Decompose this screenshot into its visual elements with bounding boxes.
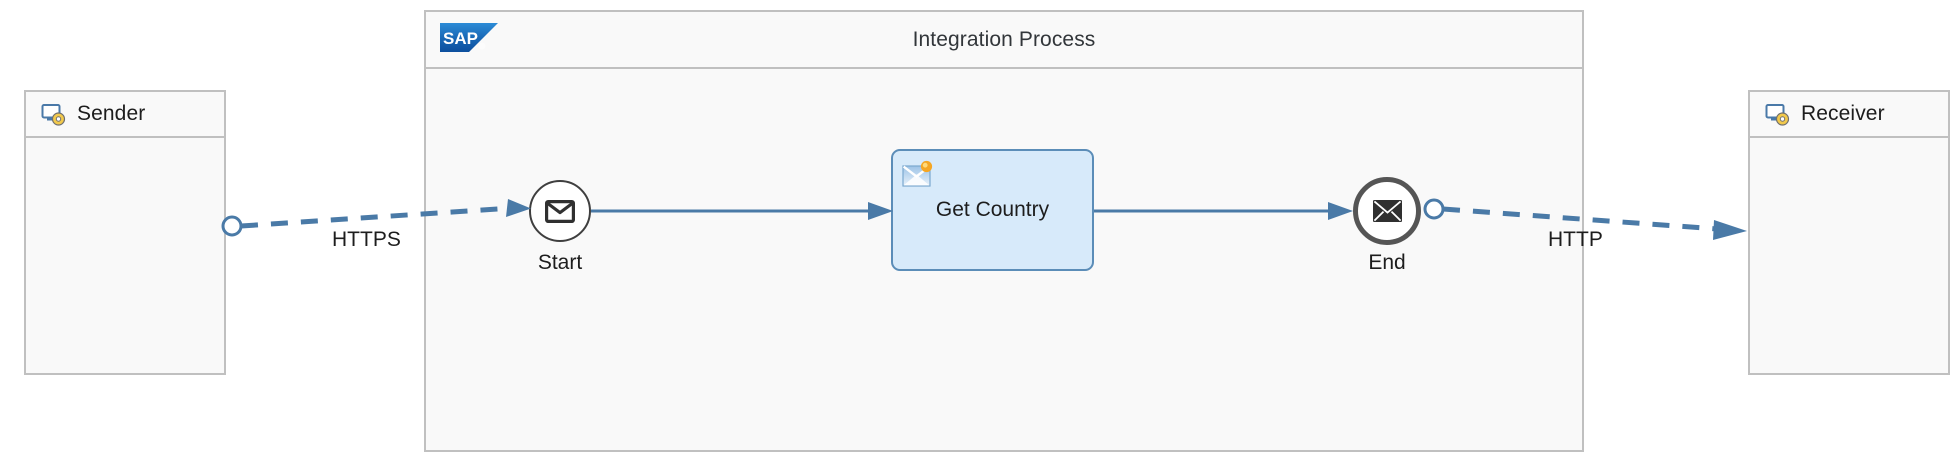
participant-receiver-label: Receiver: [1801, 102, 1885, 125]
participant-receiver[interactable]: Receiver: [1748, 90, 1950, 375]
node-get-country-task[interactable]: Get Country: [891, 149, 1094, 271]
node-end-event[interactable]: [1353, 177, 1421, 245]
participant-receiver-header: Receiver: [1750, 92, 1948, 138]
node-end-label: End: [1368, 251, 1406, 274]
participant-sender-header: Sender: [26, 92, 224, 138]
pool-title: Integration Process: [912, 27, 1096, 51]
request-reply-icon: [902, 160, 936, 190]
svg-text:SAP: SAP: [443, 29, 478, 48]
participant-sender-body: [26, 138, 224, 373]
participant-receiver-body: [1750, 138, 1948, 373]
node-get-country-label: Get Country: [935, 198, 1050, 221]
flow-label-http: HTTP: [1548, 228, 1603, 251]
pool-header: SAP Integration Process: [426, 12, 1582, 69]
node-start-label: Start: [537, 251, 583, 274]
envelope-icon: [1372, 199, 1403, 223]
node-start-event[interactable]: [529, 180, 591, 242]
participant-sender[interactable]: Sender: [24, 90, 226, 375]
flow-label-https: HTTPS: [332, 228, 401, 251]
receiver-system-icon: [1764, 101, 1790, 127]
sap-logo-icon: SAP: [440, 22, 498, 57]
sender-system-icon: [40, 101, 66, 127]
participant-sender-label: Sender: [77, 102, 146, 125]
envelope-icon: [545, 199, 575, 223]
